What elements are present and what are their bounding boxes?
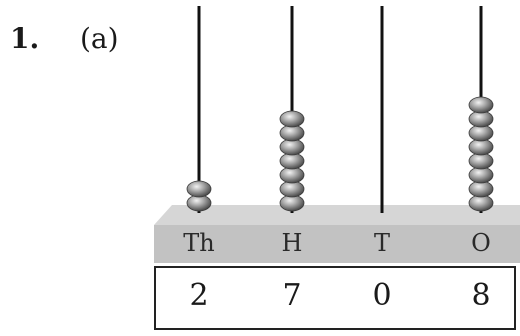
bead-ones: [468, 124, 494, 142]
place-label-hundreds: H: [281, 229, 303, 257]
abacus-beads: [186, 96, 494, 212]
question-number: 1.: [10, 22, 40, 55]
digit-tens: 0: [372, 278, 392, 313]
digit-answer-box: [154, 266, 516, 330]
question-part-label: (a): [80, 22, 119, 55]
bead-ones: [468, 96, 494, 114]
digit-hundreds: 7: [282, 278, 302, 313]
digit-ones: 8: [471, 278, 491, 313]
digit-thousands: 2: [189, 278, 209, 313]
abacus-base-front: [154, 225, 520, 263]
abacus-rods: [197, 6, 483, 213]
abacus-base-top: [154, 205, 520, 225]
bead-hundreds: [279, 124, 305, 142]
bead-hundreds: [279, 110, 305, 128]
bead-thousands: [186, 180, 212, 198]
place-label-ones: O: [471, 229, 491, 257]
place-label-thousands: Th: [183, 229, 215, 257]
place-label-tens: T: [373, 229, 390, 257]
bead-ones: [468, 110, 494, 128]
